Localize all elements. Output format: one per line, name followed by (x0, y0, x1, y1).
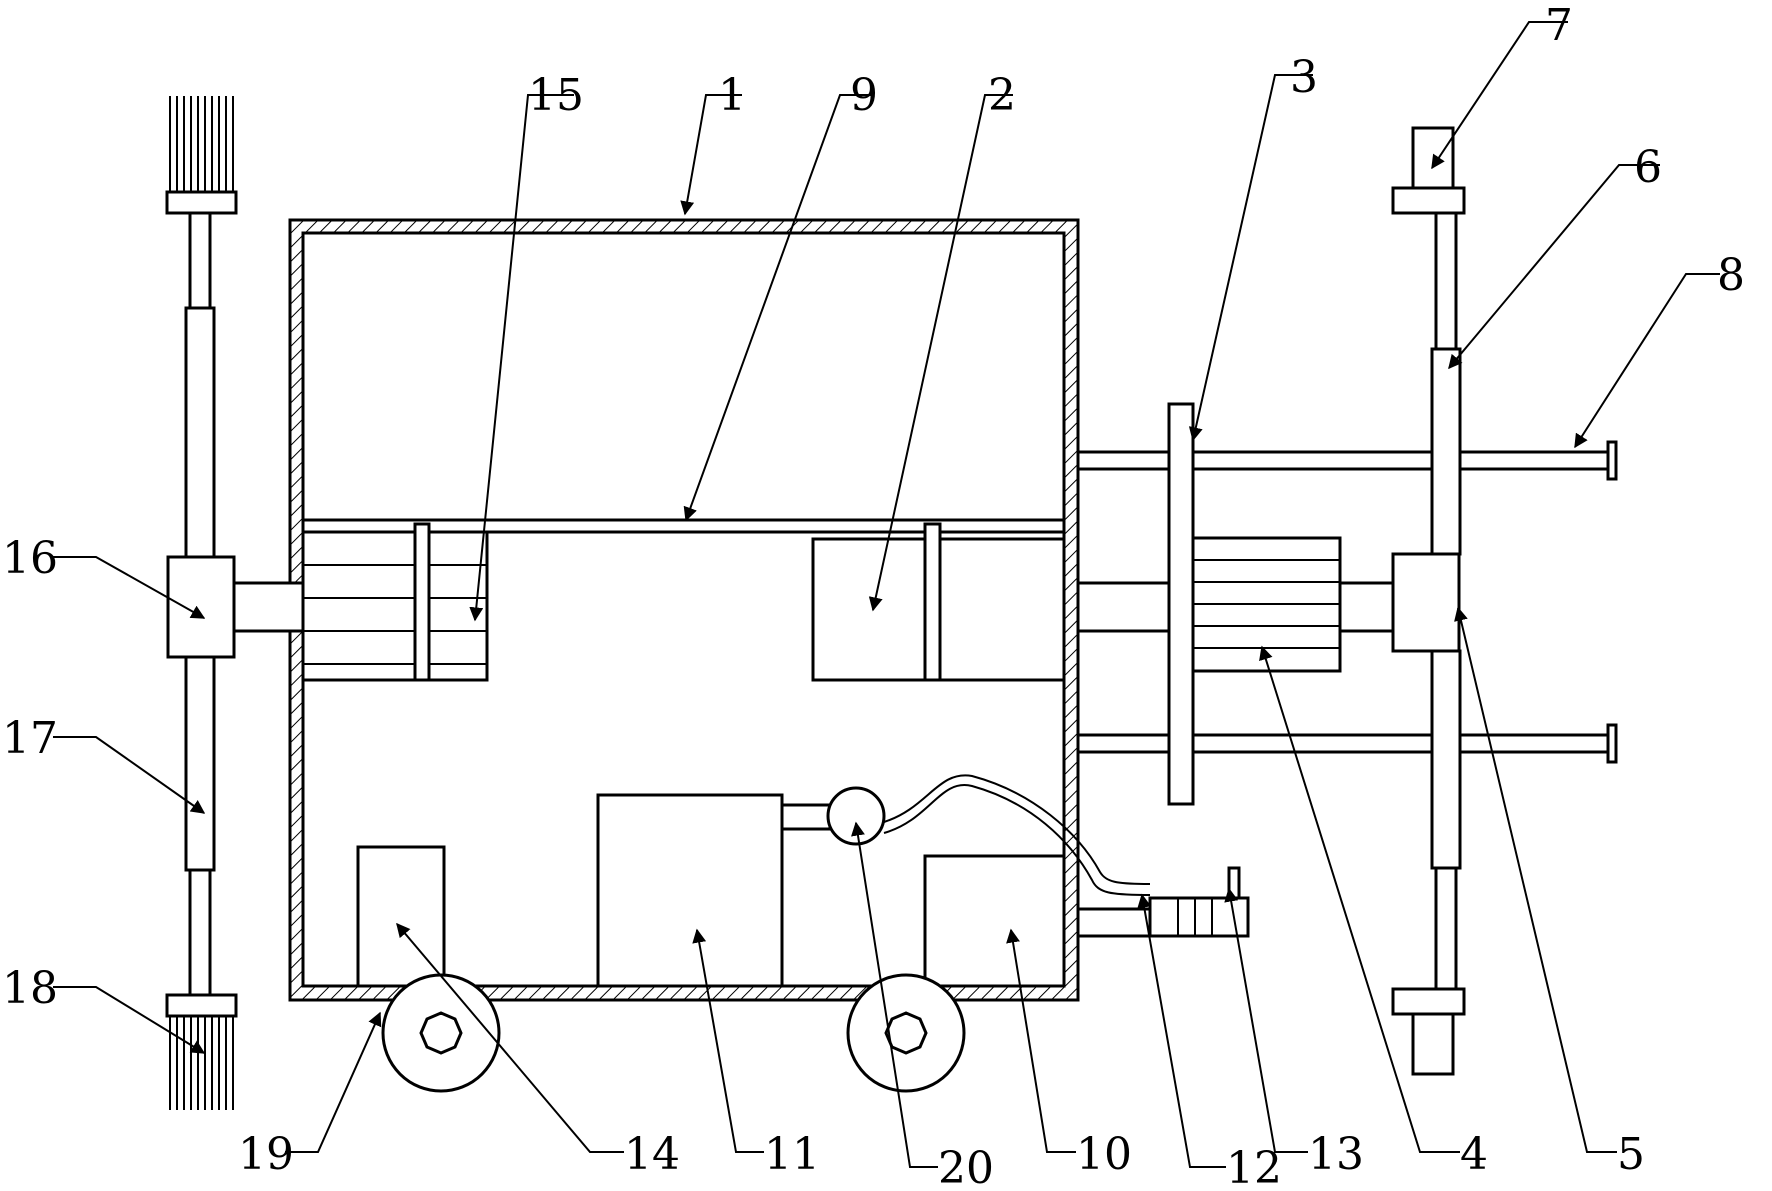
label-2: 2 (988, 70, 1016, 121)
leader-lines (53, 21, 1720, 1168)
label-10: 10 (1076, 1129, 1132, 1180)
label-7: 7 (1545, 0, 1573, 51)
controller-box (923, 854, 1066, 988)
label-8: 8 (1717, 250, 1745, 301)
pump-connector (780, 803, 832, 831)
label-19: 19 (238, 1129, 294, 1180)
motor-box (811, 522, 1066, 682)
partition-plate (301, 518, 1066, 534)
water-pump (826, 786, 886, 846)
label-20: 20 (938, 1143, 994, 1191)
water-pipe (883, 774, 1151, 896)
label-14: 14 (624, 1129, 680, 1180)
label-4: 4 (1460, 1129, 1488, 1180)
label-6: 6 (1634, 142, 1662, 193)
label-5: 5 (1617, 1129, 1645, 1180)
sliding-plate (1167, 402, 1195, 806)
wheel-right (846, 973, 966, 1093)
label-11: 11 (764, 1129, 820, 1180)
right-rotating-arm (1391, 126, 1466, 1076)
label-1: 1 (718, 70, 746, 121)
left-bearing-block (301, 522, 489, 682)
label-3: 3 (1290, 52, 1318, 103)
label-12: 12 (1226, 1143, 1282, 1191)
guide-rods (1076, 440, 1618, 764)
output-shaft (1076, 581, 1171, 633)
right-motor (1191, 536, 1395, 673)
water-tank (596, 793, 784, 988)
label-17: 17 (2, 713, 58, 764)
label-15: 15 (528, 70, 584, 121)
left-brush-assembly (165, 96, 305, 1110)
nozzle-assembly (1076, 866, 1250, 938)
wheel-left (381, 973, 501, 1093)
label-13: 13 (1308, 1129, 1364, 1180)
label-16: 16 (2, 533, 58, 584)
label-18: 18 (2, 963, 58, 1014)
label-9: 9 (850, 70, 878, 121)
